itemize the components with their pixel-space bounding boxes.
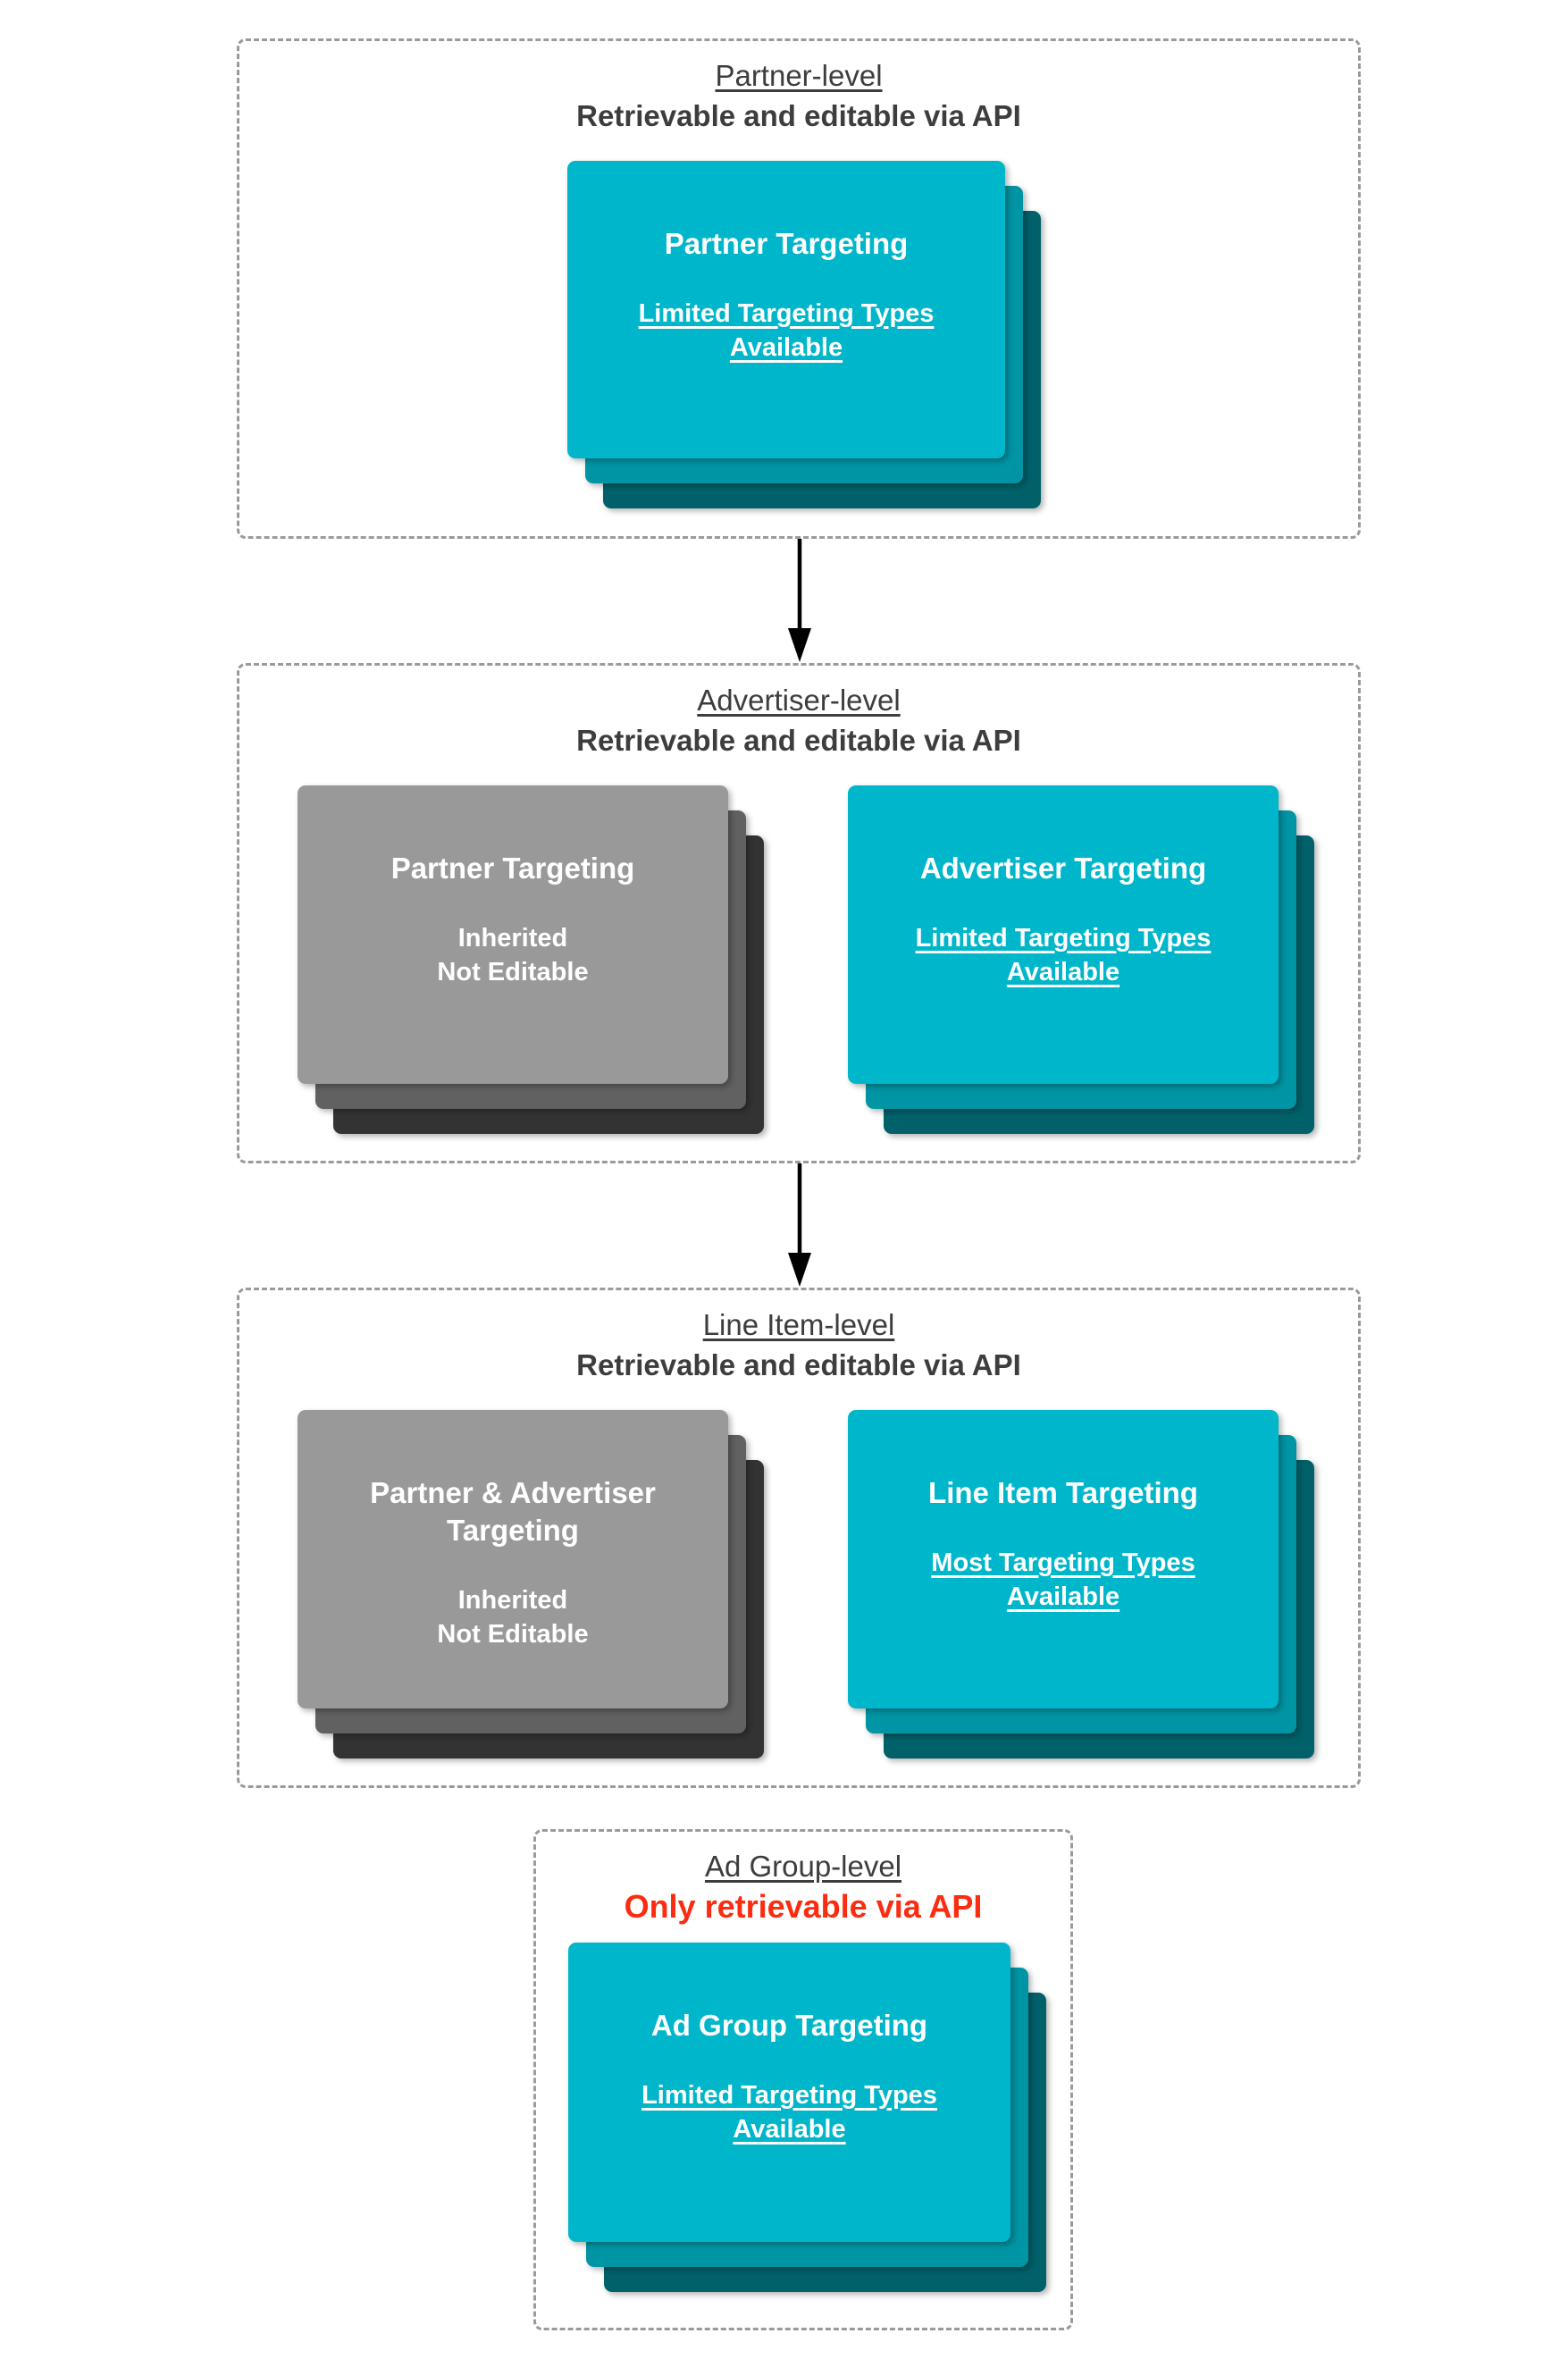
card-note: Limited Targeting Types Available: [915, 924, 1212, 986]
card-note: Most Targeting Types Available: [931, 1549, 1195, 1611]
card-title: Advertiser Targeting: [919, 852, 1207, 885]
card-stack-inherited-partner-targeting: Partner Targeting Inherited Not Editable: [298, 785, 764, 1134]
card-ad-group-targeting: Ad Group Targeting Limited Targeting Typ…: [568, 1943, 1010, 2242]
section-subtitle: Retrievable and editable via API: [576, 99, 1021, 132]
card-stack-partner-targeting: Partner Targeting Limited Targeting Type…: [567, 161, 1041, 508]
section-line-item-level: Line Item-level Retrievable and editable…: [237, 1288, 1361, 1788]
card-title: Partner & Advertiser Targeting: [370, 1476, 656, 1547]
card-partner-targeting-inherited: Partner Targeting Inherited Not Editable: [298, 785, 728, 1084]
card-stack-line-item-targeting: Line Item Targeting Most Targeting Types…: [848, 1410, 1314, 1758]
card-stack-inherited-partner-advertiser-targeting: Partner & Advertiser Targeting Inherited…: [298, 1410, 764, 1758]
section-subtitle: Retrievable and editable via API: [576, 1348, 1021, 1381]
section-heading: Advertiser-level Retrievable and editabl…: [239, 666, 1358, 760]
card-title: Ad Group Targeting: [650, 2009, 928, 2042]
card-advertiser-targeting: Advertiser Targeting Limited Targeting T…: [848, 785, 1279, 1084]
section-subtitle: Only retrievable via API: [624, 1888, 983, 1925]
section-advertiser-level: Advertiser-level Retrievable and editabl…: [237, 663, 1361, 1163]
card-title: Partner Targeting: [390, 852, 635, 885]
card-note: Limited Targeting Types Available: [638, 299, 935, 362]
section-title: Line Item-level: [702, 1308, 895, 1341]
card-title: Line Item Targeting: [928, 1476, 1198, 1509]
card-partner-targeting: Partner Targeting Limited Targeting Type…: [567, 161, 1005, 458]
card-note: Limited Targeting Types Available: [641, 2081, 937, 2144]
card-line-item-targeting: Line Item Targeting Most Targeting Types…: [848, 1410, 1279, 1708]
card-note: Inherited Not Editable: [437, 1586, 589, 1649]
down-arrow-icon: [788, 1163, 811, 1287]
section-title: Ad Group-level: [704, 1850, 902, 1883]
card-stack-ad-group-targeting: Ad Group Targeting Limited Targeting Typ…: [568, 1943, 1046, 2292]
down-arrow-icon: [788, 539, 811, 662]
card-partner-advertiser-targeting-inherited: Partner & Advertiser Targeting Inherited…: [298, 1410, 728, 1708]
section-heading: Line Item-level Retrievable and editable…: [239, 1290, 1358, 1385]
section-heading: Ad Group-level Only retrievable via API: [536, 1832, 1070, 1926]
section-subtitle: Retrievable and editable via API: [576, 724, 1021, 757]
card-note: Inherited Not Editable: [437, 924, 589, 986]
card-stack-advertiser-targeting: Advertiser Targeting Limited Targeting T…: [848, 785, 1314, 1134]
section-ad-group-level: Ad Group-level Only retrievable via API …: [533, 1829, 1073, 2330]
section-partner-level: Partner-level Retrievable and editable v…: [237, 38, 1361, 539]
section-title: Advertiser-level: [697, 684, 901, 717]
card-title: Partner Targeting: [664, 227, 909, 260]
section-title: Partner-level: [715, 59, 883, 92]
section-heading: Partner-level Retrievable and editable v…: [239, 41, 1358, 136]
